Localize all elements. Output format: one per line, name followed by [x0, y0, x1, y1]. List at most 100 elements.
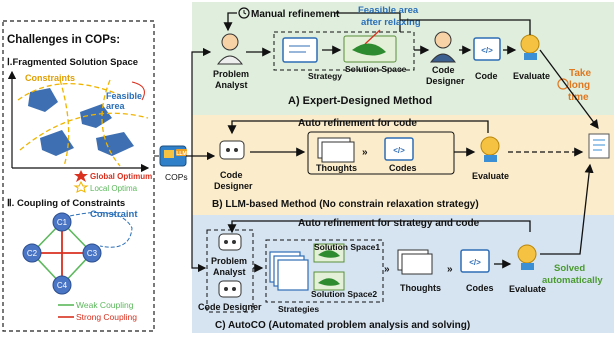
- codes-icon-b: [384, 137, 414, 161]
- svg-text:»: »: [362, 147, 368, 158]
- constraint-curve-2: [19, 112, 149, 151]
- global-optimum-star-icon: [74, 170, 88, 182]
- a-result-arrow: [539, 49, 599, 130]
- b-thoughts-codes-box: [307, 131, 455, 175]
- take-long-clock-icon: [557, 78, 569, 90]
- manual-refinement-label: Manual refinement: [251, 9, 340, 20]
- c-strategies-box: [265, 239, 384, 303]
- panel-b-caption: B) LLM-based Method (No constrain relaxa…: [212, 199, 479, 210]
- manual-refinement-arrow-right: [335, 12, 401, 32]
- node-c4-label: C4: [57, 281, 68, 290]
- c-agents-box: [206, 229, 254, 313]
- codes-label-c: Codes: [466, 283, 494, 293]
- b-auto-refinement-label: Auto refinement for code: [298, 118, 417, 129]
- panel-c-caption: C) AutoCO (Automated problem analysis an…: [215, 320, 470, 331]
- code-icon-a: [473, 37, 501, 61]
- global-optimum-marker: Global Optimum: [74, 170, 152, 182]
- coupling-legend: Weak Coupling Strong Coupling: [58, 300, 137, 322]
- node-c2: [22, 243, 42, 263]
- c-refinement-arrow: [227, 220, 531, 234]
- feasible-area-label-1: Feasible: [106, 91, 142, 101]
- constraint-pointer: [69, 211, 133, 248]
- global-optimum-label: Global Optimum: [90, 172, 152, 181]
- evaluate-label-b: Evaluate: [472, 171, 509, 181]
- code-designer-b: Code Designer: [214, 140, 253, 191]
- solution-space-plot: Constraints Feasible area: [7, 70, 150, 173]
- thoughts-doc-icon-c-2: [401, 253, 433, 275]
- section2-title: Ⅱ. Coupling of Constraints: [7, 198, 125, 209]
- solution-space-blob: [352, 43, 386, 56]
- panel-c: Auto refinement for strategy and code Pr…: [192, 163, 614, 333]
- feasible-region-4: [96, 132, 134, 156]
- feasible-region-3: [40, 130, 74, 156]
- local-optima-star-icon: [73, 180, 89, 193]
- constraint-label: Constraint: [90, 209, 138, 220]
- result-doc: [539, 49, 610, 159]
- cops-label: COPs: [165, 172, 188, 182]
- evaluate-label-c: Evaluate: [509, 284, 546, 294]
- solved-label-2: automatically: [542, 275, 603, 286]
- code-designer-b-label-1: Code: [220, 170, 243, 180]
- problem-analyst-c-label-2: Analyst: [213, 267, 246, 277]
- local-optima-marker: Local Optima: [73, 180, 138, 193]
- panel-a-caption: A) Expert-Designed Method: [288, 95, 432, 107]
- robot-analyst-icon: [218, 233, 242, 251]
- evaluate-c-base-icon: [521, 263, 534, 270]
- cops-to-a: [186, 47, 212, 157]
- constraint-curve-1: [17, 82, 121, 101]
- evaluate-b-bulb-icon: [480, 136, 500, 156]
- manual-refinement-arrow-down: [223, 12, 237, 32]
- problem-analyst-c: Problem Analyst: [211, 233, 247, 277]
- take-long-label-1: Take: [569, 68, 591, 79]
- evaluate-c: Evaluate: [509, 244, 546, 294]
- node-c2-label: C2: [27, 249, 38, 258]
- take-long-label-2: long: [569, 80, 590, 91]
- robot-head-icon: [219, 140, 245, 160]
- thoughts-doc-icon-b-2: [321, 141, 355, 163]
- designer-body-icon: [429, 53, 457, 63]
- thoughts-label-b: Thoughts: [316, 163, 357, 173]
- solved-label-1: Solved: [554, 263, 585, 274]
- evaluate-c-bulb-icon: [517, 244, 537, 264]
- strong-coupling-label: Strong Coupling: [76, 312, 137, 322]
- cops-badge-label: LLM: [176, 151, 186, 157]
- strategy-doc-icon: [282, 37, 318, 63]
- problem-analyst-c-label-1: Problem: [211, 256, 247, 266]
- strategies-doc-icon-3: [277, 259, 309, 291]
- panel-a-bg: [192, 2, 614, 115]
- cops-to-c: [191, 156, 207, 273]
- solution-space-arrow: [364, 29, 381, 45]
- solution-space-label-a: Solution Space: [345, 64, 407, 74]
- svg-text:»: »: [447, 264, 453, 275]
- local-optima-label: Local Optima: [90, 184, 138, 193]
- code-designer-a: Code Designer: [426, 31, 465, 86]
- constraint-curve-4: [101, 79, 121, 167]
- solution-space2-label: Solution Space2: [311, 289, 377, 299]
- result-doc-icon: [588, 133, 610, 159]
- strategy-label-a: Strategy: [308, 71, 342, 81]
- feasible-region-1: [28, 88, 58, 112]
- evaluate-bulb-icon: [520, 34, 540, 54]
- code-designer-c-label: Code Designer: [198, 302, 262, 312]
- weak-coupling-label: Weak Coupling: [76, 300, 134, 310]
- code-label-a: Code: [475, 71, 498, 81]
- node-c3: [82, 243, 102, 263]
- c-auto-refinement-label: Auto refinement for strategy and code: [298, 218, 480, 229]
- feasible-region-2: [80, 104, 112, 128]
- take-long-label-3: time: [568, 92, 589, 103]
- problem-analyst-a-label-1: Problem: [213, 69, 249, 79]
- svg-text:</>: </>: [481, 46, 493, 55]
- code-designer-a-label-1: Code: [432, 65, 455, 75]
- section1-title: Ⅰ.Fragmented Solution Space: [7, 57, 138, 68]
- solution-space1-label: Solution Space1: [314, 242, 380, 252]
- feasible-area-label-2: area: [106, 101, 126, 111]
- feasible-after-1: Feasible area: [358, 5, 419, 16]
- clock-hands: [243, 10, 247, 15]
- svg-text:»: »: [384, 264, 390, 275]
- evaluate-b: Evaluate: [472, 136, 509, 181]
- a-feedback-line: [400, 19, 531, 35]
- analyst-body-icon: [216, 55, 244, 65]
- node-c1-label: C1: [57, 218, 68, 227]
- code-designer-c: Code Designer: [198, 280, 262, 312]
- svg-text:</>: </>: [469, 258, 481, 267]
